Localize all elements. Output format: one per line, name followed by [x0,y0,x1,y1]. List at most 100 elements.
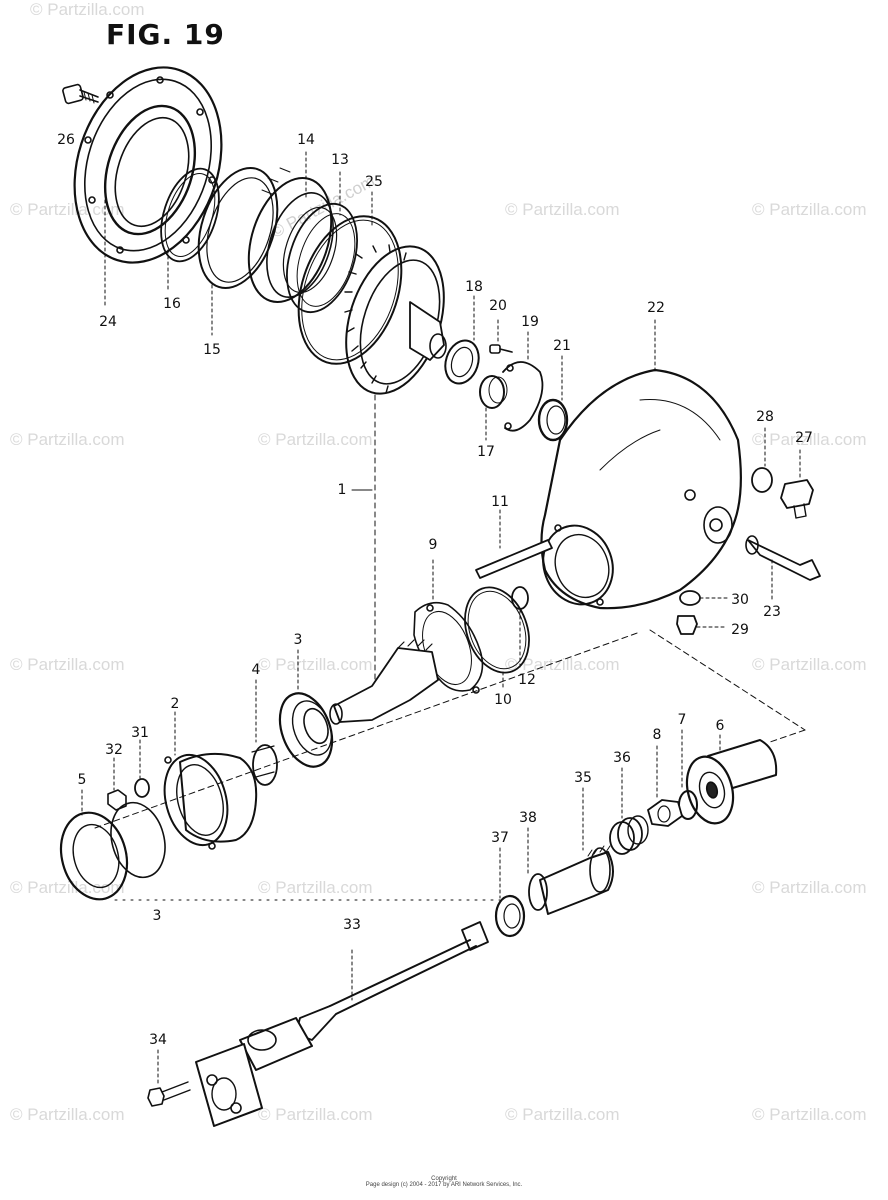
watermark: © Partzilla.com [10,1105,125,1124]
callout-11[interactable]: 11 [491,494,509,510]
callout-31[interactable]: 31 [131,725,149,741]
part-bolt-26 [62,83,99,105]
watermark: © Partzilla.com [752,200,867,219]
callout-6[interactable]: 6 [715,718,725,734]
part-nut-8 [647,745,683,827]
part-cover-24 [73,66,223,306]
callout-23[interactable]: 23 [763,604,781,620]
watermark: © Partzilla.com [505,655,620,674]
watermark: © Partzilla.com [258,430,373,449]
part-pinion-shaft [329,639,439,725]
callout-34[interactable]: 34 [149,1032,167,1048]
callout-1[interactable]: 1 [337,482,347,498]
part-spring-36 [609,767,649,855]
callout-5[interactable]: 5 [77,772,87,788]
callout-35[interactable]: 35 [574,770,592,786]
callout-24[interactable]: 24 [99,314,117,330]
part-gasket-3 [110,801,166,879]
callout-3[interactable]: 3 [293,632,303,648]
callout-36[interactable]: 36 [613,750,631,766]
watermark: © Partzilla.com [752,878,867,897]
watermark: © Partzilla.com [10,200,125,219]
part-ring-gear-1 [344,244,447,701]
watermark: © Partzilla.com [10,655,125,674]
watermark: © Partzilla.com [258,1105,373,1124]
part-seal-21 [537,355,569,442]
callout-25[interactable]: 25 [365,174,383,190]
callout-20[interactable]: 20 [489,298,507,314]
part-retainer-19 [502,331,544,432]
part-bearing-14 [247,151,338,303]
part-washer-31 [134,739,150,798]
callout-30[interactable]: 30 [731,592,749,608]
callout-19[interactable]: 19 [521,314,539,330]
part-washer-18 [444,295,480,385]
callout-10[interactable]: 10 [494,692,512,708]
callout-21[interactable]: 21 [553,338,571,354]
part-nut-32 [107,757,127,811]
part-washer-28 [751,427,773,493]
part-washer-30 [679,590,729,606]
watermark: © Partzilla.com [10,430,125,449]
callout-7[interactable]: 7 [677,712,687,728]
part-bearing-3 [278,649,334,768]
part-bolt-29 [676,615,727,635]
callout-2[interactable]: 2 [170,696,180,712]
watermark: © Partzilla.com [258,655,373,674]
callout-29[interactable]: 29 [731,622,749,638]
part-plug-27 [780,449,814,519]
assembly-guide-lines [94,629,806,901]
footer-line-2: Page design (c) 2004 - 2017 by ARI Netwo… [365,1182,523,1188]
watermark: © Partzilla.com [752,430,867,449]
watermark: © Partzilla.com [752,1105,867,1124]
part-shaft-23 [745,535,821,601]
part-seal-5 [59,789,129,901]
watermark: © Partzilla.com [30,0,145,19]
part-spline-yoke-35 [539,787,614,915]
watermark: © Partzilla.com [505,200,620,219]
watermark: © Partzilla.com [752,655,867,674]
callout-9[interactable]: 9 [428,537,438,553]
callout-33[interactable]: 33 [343,917,361,933]
part-propeller-shaft-33 [195,921,489,1127]
callout-26[interactable]: 26 [57,132,75,148]
callout-16[interactable]: 16 [163,296,181,312]
callout-28[interactable]: 28 [756,409,774,425]
footer-line-1: Copyright [431,1176,457,1182]
callout-18[interactable]: 18 [465,279,483,295]
part-bushing-12 [511,586,529,671]
part-ring-15 [197,166,279,336]
callout-22[interactable]: 22 [647,300,665,316]
part-screw-20 [489,319,513,354]
callout-3-lower[interactable]: 3 [152,908,162,924]
watermark: © Partzilla.com [258,878,373,897]
part-case-2 [163,711,258,850]
callout-27[interactable]: 27 [795,430,813,446]
footer-copyright: Copyright Page design (c) 2004 - 2017 by… [0,1176,888,1188]
callout-15[interactable]: 15 [203,342,221,358]
part-collar-4 [251,679,278,786]
part-o-ring-25 [297,191,403,365]
part-bearing-17 [479,375,508,441]
part-race-13 [286,171,358,314]
callout-14[interactable]: 14 [297,132,315,148]
callout-37[interactable]: 37 [491,830,509,846]
watermark: © Partzilla.com [505,1105,620,1124]
callout-8[interactable]: 8 [652,727,662,743]
callout-38[interactable]: 38 [519,810,537,826]
callout-32[interactable]: 32 [105,742,123,758]
part-housing-22 [540,319,742,610]
callout-12[interactable]: 12 [518,672,536,688]
part-washer-38 [527,827,548,911]
watermark: © Partzilla.com [10,878,125,897]
part-bolt-34 [147,1049,191,1107]
part-bushing-6 [685,734,778,825]
part-pin-11 [475,509,553,579]
callout-4[interactable]: 4 [251,662,261,678]
figure-title: FIG. 19 [106,18,225,51]
callout-13[interactable]: 13 [331,152,349,168]
callout-17[interactable]: 17 [477,444,495,460]
part-seal-37 [494,847,526,938]
